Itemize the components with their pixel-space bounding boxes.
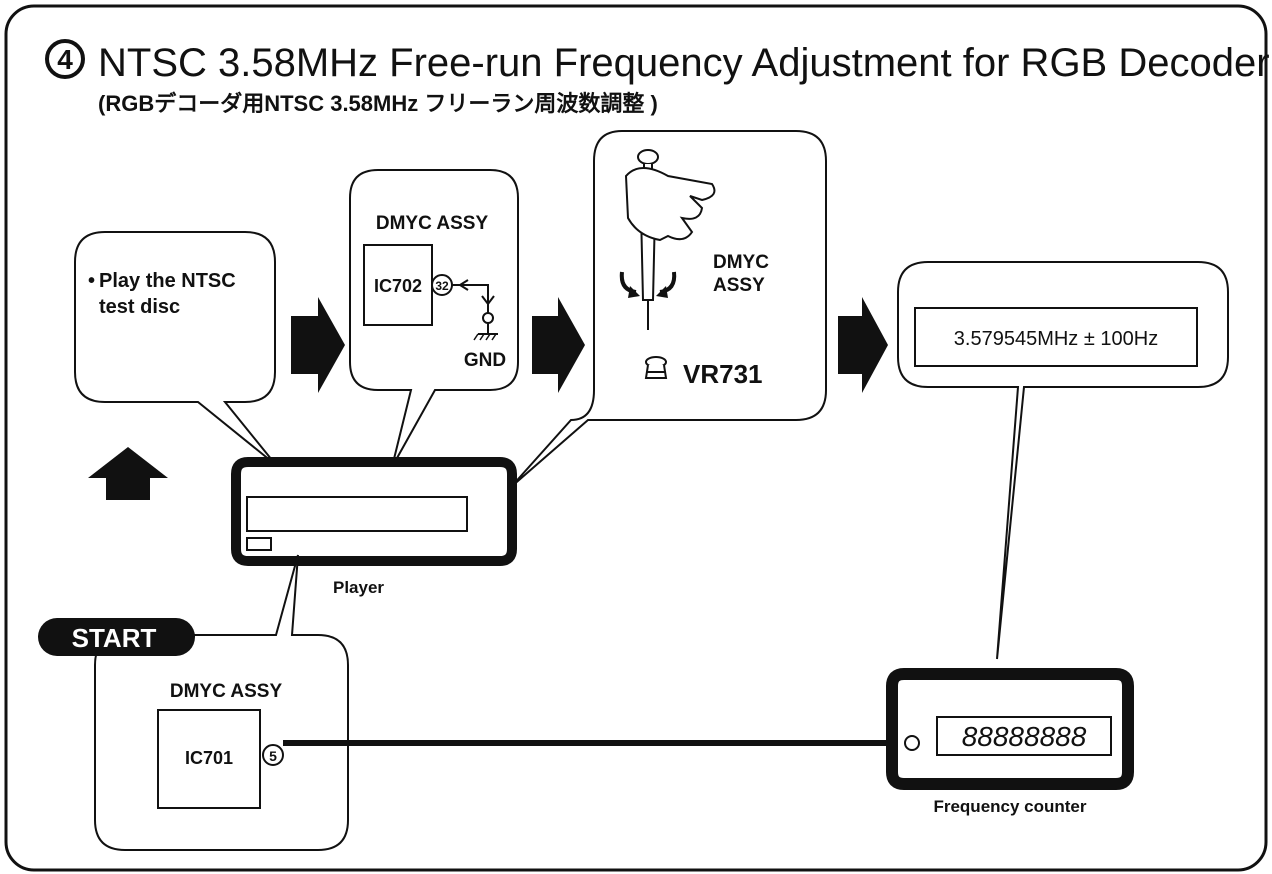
hand-icon [624,167,716,242]
bullet-icon: • [88,270,95,292]
counter-digits: 88888888 [962,721,1087,752]
right-arrow-icon [291,297,345,393]
callout-adjust-vr: DMYC ASSY VR731 [510,130,827,488]
ic-label: IC701 [185,748,233,768]
up-arrow-icon [88,447,168,500]
instruction-line-1: Play the NTSC [99,270,236,292]
pin-marker [262,744,284,766]
board-label: DMYC ASSY [170,681,283,702]
start-badge [38,618,195,656]
pin-label: 5 [269,748,277,764]
callout-start: START DMYC ASSY IC701 5 [38,554,349,851]
ground-icon [473,333,498,341]
player-label: Player [333,578,384,597]
power-button [246,537,272,551]
input-jack [904,735,920,751]
callout-play-disc: • Play the NTSC test disc [74,231,277,466]
ground-label: GND [464,350,506,371]
rotate-icon [619,271,677,298]
potentiometer-icon [644,356,668,379]
callout-frequency-spec: 3.579545MHz ± 100Hz [897,261,1229,660]
pin-label: 32 [435,279,449,293]
counter-display [936,716,1112,756]
board-label-2: ASSY [713,275,765,296]
control-label: VR731 [683,359,763,389]
frequency-counter-device: 88888888 Frequency counter [886,668,1134,816]
right-arrow-icon [838,297,888,393]
start-badge-label: START [72,623,157,653]
callout-ground-pin: DMYC ASSY IC702 32 GND [349,169,519,468]
right-arrow-icon [532,297,585,393]
probe-cable [283,740,906,746]
frequency-spec: 3.579545MHz ± 100Hz [954,328,1158,350]
counter-label: Frequency counter [933,797,1086,816]
board-label: DMYC ASSY [376,213,489,234]
ic-chip [157,709,261,809]
board-label: DMYC [713,252,769,273]
step-number: 4 [57,44,73,75]
test-lead [474,284,489,303]
instruction-line-2: test disc [99,296,180,318]
page-subtitle: (RGBデコーダ用NTSC 3.58MHz フリーラン周波数調整 ) [98,91,658,116]
step-number-badge: 4 [45,39,85,79]
spec-box [914,307,1198,367]
disc-tray [246,496,468,532]
outer-frame [4,4,1268,872]
ic-label: IC702 [374,276,422,296]
page-title: NTSC 3.58MHz Free-run Frequency Adjustme… [98,41,1270,85]
player-device: Player [231,457,517,597]
